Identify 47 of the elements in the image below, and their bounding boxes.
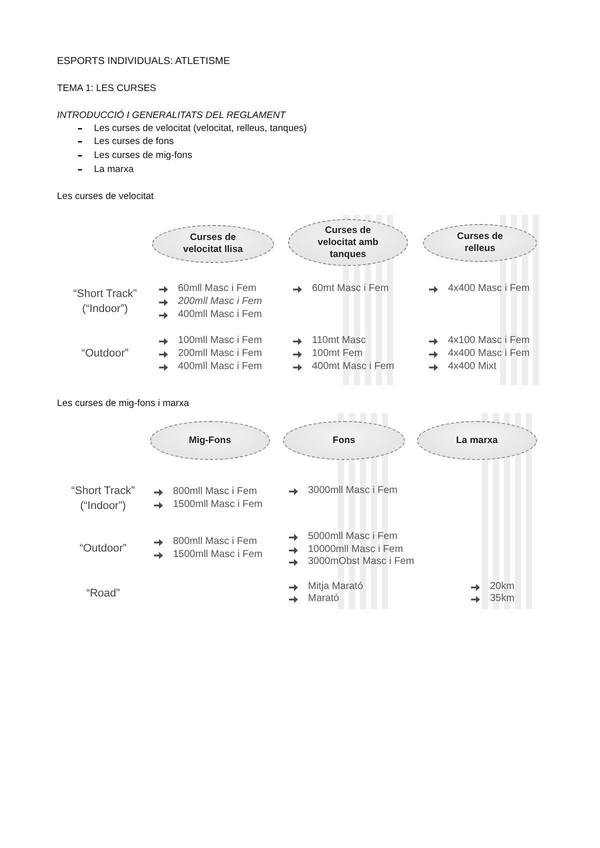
event-item: 10000mll Masc i Fem <box>308 544 404 556</box>
event-item: 60mll Masc i Fem <box>178 283 256 295</box>
event-item: 110mt Masc <box>312 335 366 347</box>
event-item: 20km <box>490 581 514 593</box>
event-item: 100mll Masc i Fem <box>178 335 262 347</box>
event-item: 3000mObst Masc i Fem <box>308 556 414 568</box>
row-label: “Short Track” (“Indoor”) <box>70 484 136 514</box>
list-item: Les curses de mig-fons <box>94 150 192 162</box>
event-item: 3000mll Masc i Fem <box>308 485 398 497</box>
event-item: 4x400 Masc i Fem <box>448 348 530 360</box>
event-item: 5000mll Masc i Fem <box>308 531 398 543</box>
category-title: Curses de velocitat amb tanques <box>316 224 380 260</box>
section-heading: Les curses de velocitat <box>57 191 154 203</box>
category-title: La marxa <box>456 434 498 446</box>
event-item: 1500mll Masc i Fem <box>173 499 262 511</box>
list-item: Les curses de velocitat (velocitat, relleus, tanques) <box>94 123 307 135</box>
category-title: Curses de velocitat llisa <box>182 232 244 256</box>
event-item: Marató <box>308 593 340 605</box>
category-title: Mig-Fons <box>188 434 232 446</box>
event-item: 400mll Masc i Fem <box>178 309 262 321</box>
event-item: 400mll Masc i Fem <box>178 361 262 373</box>
page-title: ESPORTS INDIVIDUALS: ATLETISME <box>57 56 230 68</box>
section-heading: INTRODUCCIÓ I GENERALITATS DEL REGLAMENT <box>57 110 286 122</box>
event-item: 200mll Masc i Fem <box>178 348 262 360</box>
row-label: “Outdoor” <box>80 346 130 362</box>
event-item: 4x400 Mixt <box>448 361 496 373</box>
row-label: “Short Track” (“Indoor”) <box>72 287 138 317</box>
category-title: Curses de relleus <box>456 231 504 255</box>
event-item: 60mt Masc i Fem <box>312 283 389 295</box>
event-item: 1500mll Masc i Fem <box>173 549 262 561</box>
row-label: “Outdoor” <box>78 542 128 556</box>
event-item: Mitja Marató <box>308 581 364 593</box>
event-item: 4x400 Masc i Fem <box>448 283 530 295</box>
list-item: La marxa <box>94 164 134 176</box>
event-item: 800mll Masc i Fem <box>173 486 257 498</box>
list-item: Les curses de fons <box>94 136 174 148</box>
event-item: 100mt Fem <box>312 348 363 360</box>
event-item: 4x100 Masc i Fem <box>448 335 530 347</box>
category-ellipse <box>423 224 537 262</box>
section-heading: Les curses de mig-fons i marxa <box>57 398 189 410</box>
event-item: 200mll Masc i Fem <box>178 296 262 308</box>
event-item: 800mll Masc i Fem <box>173 536 257 548</box>
event-item: 400mt Masc i Fem <box>312 361 394 373</box>
section-heading: TEMA 1: LES CURSES <box>57 83 156 95</box>
category-title: Fons <box>332 434 356 446</box>
row-label: “Road” <box>85 586 121 602</box>
event-item: 35km <box>490 593 514 605</box>
